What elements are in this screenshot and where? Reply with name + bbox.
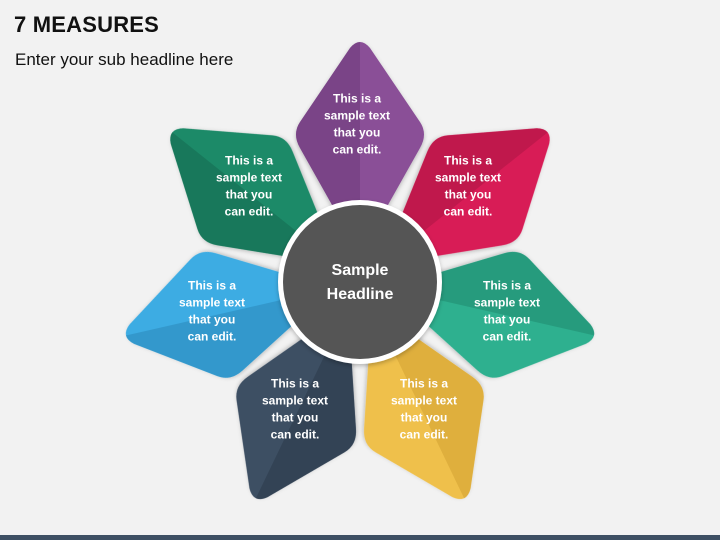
petal-shading [255,330,357,500]
petal-top-text-line-4: can edit. [333,143,382,157]
petals-group: This is a sample text that you can edit. Thi… [112,42,608,526]
petal-upper-right-text-line-1: This is a [444,154,492,168]
petal-top[interactable] [296,42,424,228]
petal-lower-left-text-line-4: can edit. [271,428,320,442]
petal-shading [412,251,595,336]
bottom-accent-bar [0,535,720,540]
petal-lower-right-text-line-2: sample text [391,394,457,408]
petal-upper-right-text-line-4: can edit. [444,205,493,219]
petal-upper-right-text-line-2: sample text [435,171,501,185]
petal-left-text-line-1: This is a [188,279,236,293]
petal-top-text-line-2: sample text [324,109,390,123]
petal-left-text-line-2: sample text [179,296,245,310]
petal-upper-left-text-line-2: sample text [216,171,282,185]
petal-left-text-line-3: that you [189,313,236,327]
petal-lower-left-text-line-1: This is a [271,377,319,391]
petal-upper-left[interactable] [132,82,357,298]
petal-lower-right-text-line-4: can edit. [400,428,449,442]
petal-right-text-line-4: can edit. [483,330,532,344]
petal-lower-left-text-line-2: sample text [262,394,328,408]
petal-upper-left-text-line-3: that you [226,188,273,202]
petal-shading [383,324,484,499]
petal-lower-left-text-line-3: that you [272,411,319,425]
center-headline-line-2: Headline [327,286,394,303]
petal-shading [126,294,311,378]
petal-upper-left-text-line-1: This is a [225,154,273,168]
page-title: 7 MEASURES [14,12,160,37]
petal-right-text-line-2: sample text [474,296,540,310]
petal-left[interactable] [112,232,322,398]
petal-upper-left-text-line-4: can edit. [225,205,274,219]
petal-lower-right-text-line-3: that you [401,411,448,425]
petal-right[interactable] [398,232,608,398]
petal-upper-right[interactable] [362,82,587,298]
petal-shading [170,132,318,261]
petal-right-text-line-3: that you [484,313,531,327]
petal-left-text-line-4: can edit. [188,330,237,344]
petal-shading [392,128,548,249]
petal-upper-right-text-line-3: that you [445,188,492,202]
petal-shading [296,42,360,228]
petal-top-text-line-1: This is a [333,92,381,106]
center-headline-line-1: Sample [332,262,389,279]
petal-lower-left[interactable] [198,303,394,526]
petal-right-text-line-1: This is a [483,279,531,293]
petal-lower-right[interactable] [326,303,522,526]
petal-lower-right-text-line-1: This is a [400,377,448,391]
page-subtitle: Enter your sub headline here [15,50,234,69]
petal-top-text-line-3: that you [334,126,381,140]
center-hub[interactable]: Sample Headline [278,200,442,364]
